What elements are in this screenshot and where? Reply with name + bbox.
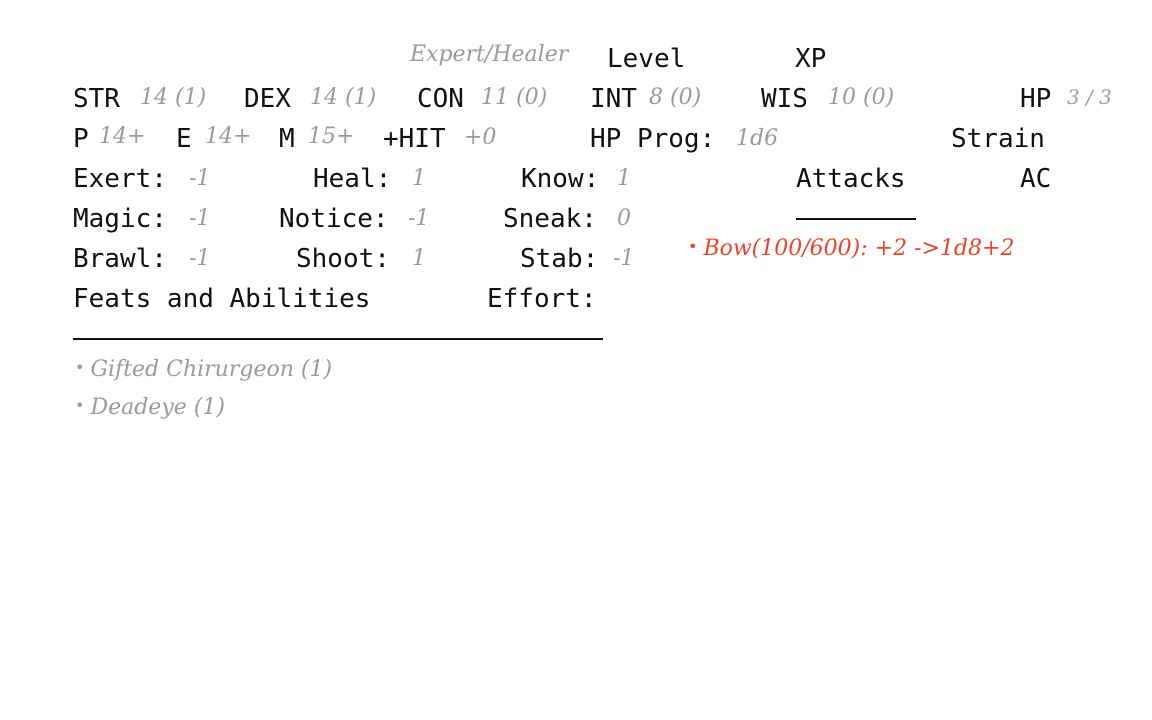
sneak-label: Sneak: <box>503 204 597 234</box>
heal-label: Heal: <box>313 164 392 194</box>
mental-save-value: 15+ <box>308 124 355 149</box>
feat-item: Deadeye (1) <box>75 388 332 426</box>
shoot-label: Shoot: <box>296 244 390 274</box>
class-value: Expert/Healer <box>410 42 569 67</box>
physical-save-value: 14+ <box>99 124 146 149</box>
notice-label: Notice: <box>279 204 389 234</box>
attack-list: Bow(100/600): +2 ->1d8+2 <box>688 229 1014 267</box>
notice-value: -1 <box>408 206 430 231</box>
con-label: CON <box>417 84 464 114</box>
hp-label: HP <box>1020 84 1052 114</box>
wis-label: WIS <box>761 84 808 114</box>
evasion-save-label: E <box>176 124 192 154</box>
dex-value: 14 (1) <box>310 85 377 110</box>
shoot-value: 1 <box>412 246 426 271</box>
int-label: INT <box>590 84 637 114</box>
feats-list: Gifted Chirurgeon (1) Deadeye (1) <box>75 350 332 426</box>
sneak-value: 0 <box>617 206 631 231</box>
feats-heading: Feats and Abilities <box>73 284 371 314</box>
brawl-value: -1 <box>189 246 211 271</box>
feats-divider <box>73 338 603 340</box>
heal-value: 1 <box>412 166 426 191</box>
mental-save-label: M <box>279 124 295 154</box>
exert-value: -1 <box>189 166 211 191</box>
str-label: STR <box>73 84 120 114</box>
hp-value: 3 / 3 <box>1067 85 1112 109</box>
hit-label: +HIT <box>383 124 446 154</box>
attacks-underline <box>796 218 916 220</box>
attack-item: Bow(100/600): +2 ->1d8+2 <box>688 229 1014 267</box>
stab-value: -1 <box>613 246 635 271</box>
exert-label: Exert: <box>73 164 167 194</box>
evasion-save-value: 14+ <box>205 124 252 149</box>
feat-item: Gifted Chirurgeon (1) <box>75 350 332 388</box>
stab-label: Stab: <box>520 244 599 274</box>
attacks-label: Attacks <box>796 164 906 194</box>
hit-value: +0 <box>464 125 497 150</box>
int-value: 8 (0) <box>649 85 702 110</box>
str-value: 14 (1) <box>140 85 207 110</box>
effort-label: Effort: <box>487 284 597 314</box>
brawl-label: Brawl: <box>73 244 167 274</box>
hp-prog-value: 1d6 <box>736 126 779 151</box>
wis-value: 10 (0) <box>828 85 895 110</box>
con-value: 11 (0) <box>481 85 548 110</box>
magic-value: -1 <box>189 206 211 231</box>
know-label: Know: <box>521 164 600 194</box>
dex-label: DEX <box>244 84 291 114</box>
hp-prog-label: HP Prog: <box>590 124 716 154</box>
physical-save-label: P <box>73 124 89 154</box>
know-value: 1 <box>617 166 631 191</box>
strain-label: Strain <box>951 124 1045 154</box>
magic-label: Magic: <box>73 204 167 234</box>
level-label: Level <box>607 44 686 74</box>
xp-label: XP <box>795 44 827 74</box>
ac-label: AC <box>1020 164 1052 194</box>
